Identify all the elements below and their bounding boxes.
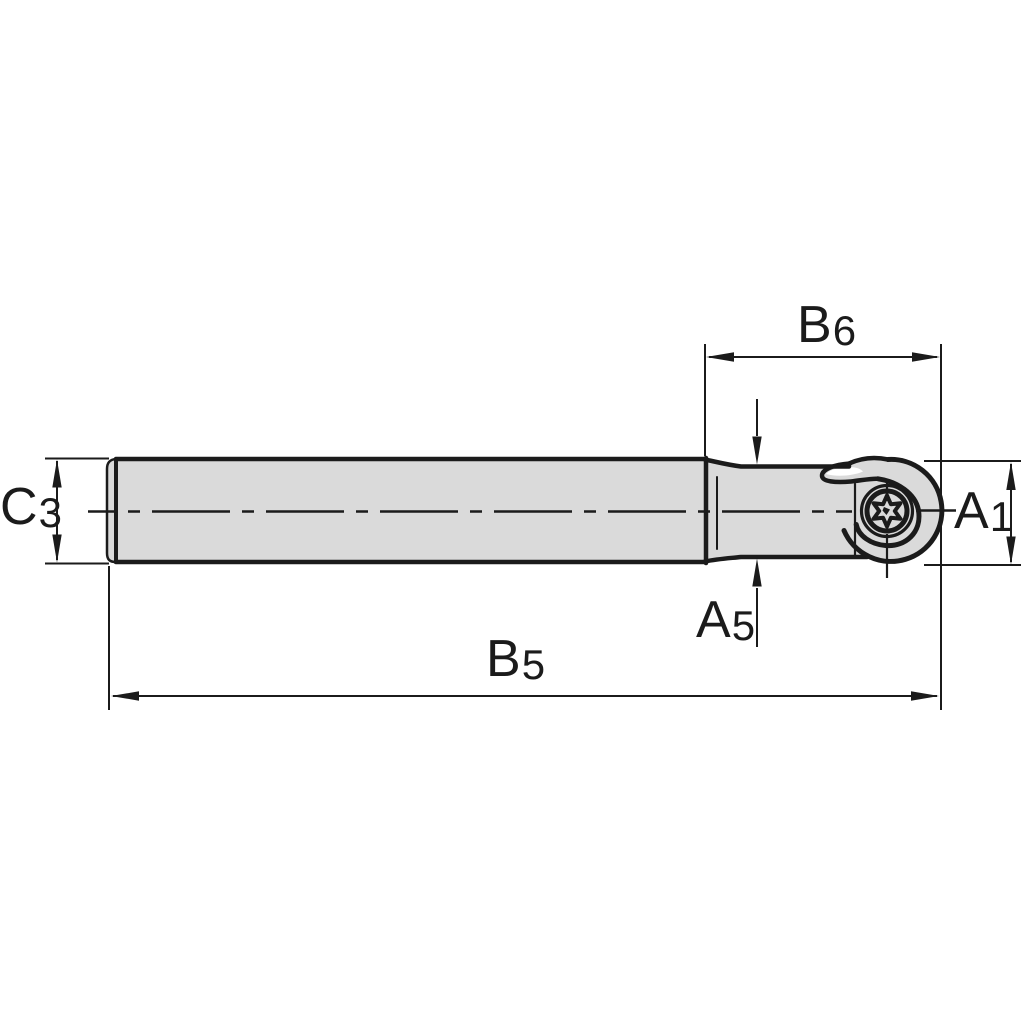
b6-letter: B	[797, 296, 833, 354]
flute-beak-outer-edge	[846, 455, 891, 466]
dimension-label-a1: A1	[954, 482, 1015, 540]
a5-subscript: 5	[731, 602, 757, 649]
flute-beak-fill	[842, 458, 893, 480]
b5-letter: B	[486, 630, 522, 688]
screw-center-mark	[882, 507, 890, 515]
b5-arrow-left	[111, 691, 139, 701]
dimension-label-a5: A5	[696, 591, 757, 649]
a5-letter: A	[696, 591, 732, 649]
b6-arrow-right	[912, 352, 940, 362]
neck-top-edge	[702, 457, 852, 469]
a5-arrow-down	[752, 436, 762, 465]
c3-letter: C	[0, 478, 39, 536]
c3-subscript: 3	[38, 489, 63, 536]
c3-arrow-bottom	[52, 534, 62, 563]
flute-mouth-notch	[826, 467, 863, 476]
a5-arrow-up	[752, 558, 762, 587]
ball-head-arc	[841, 456, 945, 564]
b5-arrow-right	[911, 691, 939, 701]
insert-spiral-edge	[853, 476, 922, 549]
dimension-label-b6: B6	[797, 296, 858, 354]
dimension-arrowheads	[52, 352, 1016, 701]
flute-hook-edge	[819, 461, 881, 485]
tool-outline	[105, 455, 945, 566]
dimension-label-c3: C3	[0, 478, 63, 536]
a1-letter: A	[954, 482, 990, 540]
torx-star-icon	[871, 493, 903, 529]
dimension-label-b5: B5	[486, 630, 547, 688]
neck-bottom-edge	[702, 554, 870, 564]
a1-subscript: 1	[989, 493, 1015, 540]
c3-arrow-top	[52, 459, 62, 488]
centerlines	[88, 480, 956, 578]
b6-subscript: 6	[832, 307, 858, 354]
b5-subscript: 5	[521, 641, 547, 688]
b6-arrow-left	[706, 352, 734, 362]
a1-arrow-bottom	[1006, 536, 1016, 565]
a1-arrow-top	[1006, 462, 1016, 490]
